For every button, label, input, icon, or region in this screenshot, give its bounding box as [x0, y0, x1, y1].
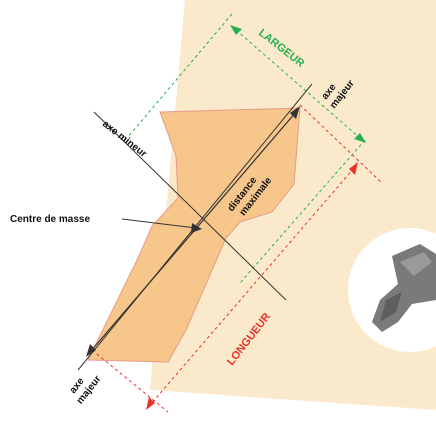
longueur-construction-lines — [91, 104, 383, 413]
axe-mineur-label: axe mineur — [100, 119, 148, 160]
max-distance-arrowhead-top — [290, 106, 300, 119]
object-photo-inset — [348, 228, 436, 352]
minor-axis-line — [93, 111, 287, 301]
centre-de-masse-label: Centre de masse — [10, 214, 90, 225]
max-distance-arrowhead-bottom — [86, 344, 96, 357]
centre-de-masse-arrowhead — [191, 223, 202, 233]
largeur-construction-lines — [127, 13, 366, 284]
object-silhouette — [87, 107, 301, 363]
longueur-arrowhead-end — [146, 397, 155, 410]
longueur-arrowhead-start — [349, 162, 358, 175]
largeur-arrowhead-start — [230, 25, 242, 35]
centre-de-masse-pointer — [121, 218, 197, 229]
axe-majeur-bottom-label: axe majeur — [68, 374, 104, 407]
longueur-arrow — [149, 167, 355, 406]
largeur-arrowhead-end — [354, 133, 366, 143]
